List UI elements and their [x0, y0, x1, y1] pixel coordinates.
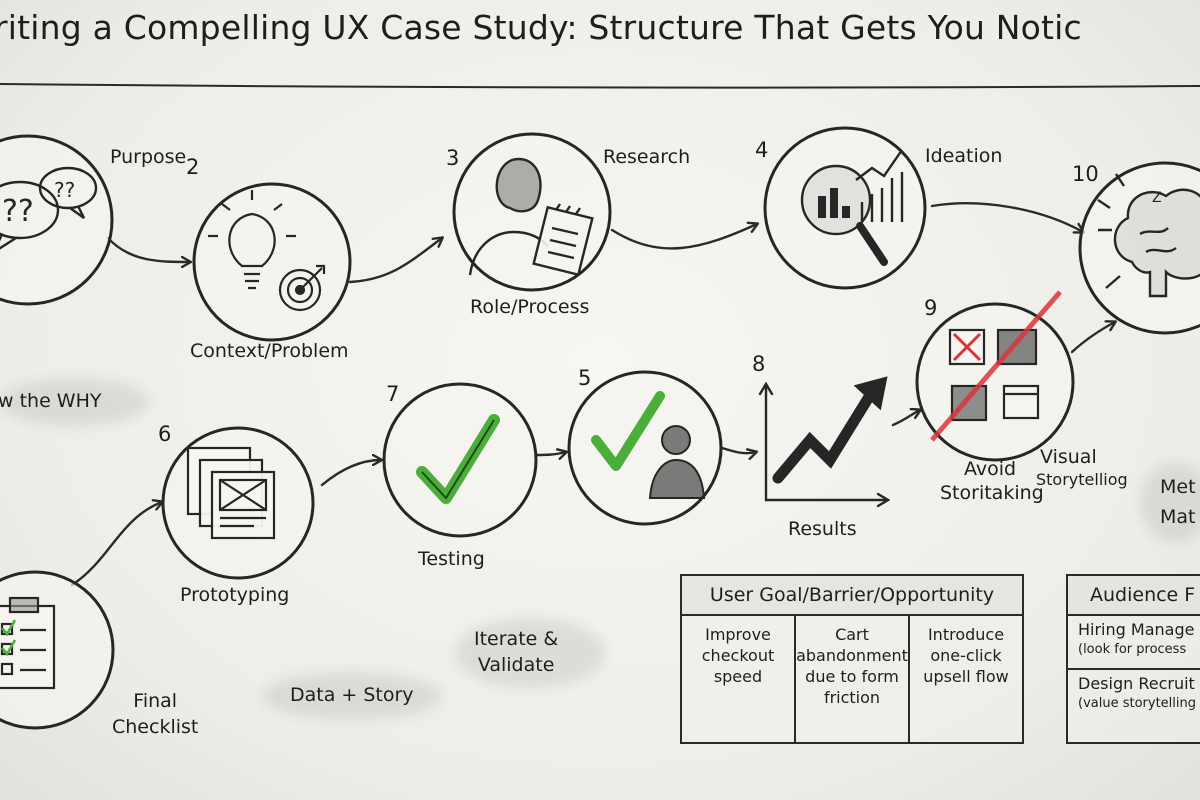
arrow-role-ideation	[610, 224, 757, 250]
circle-context	[192, 182, 352, 342]
note-smudge	[1140, 462, 1200, 542]
svg-text:??: ??	[2, 194, 34, 229]
arrow-purpose-context	[106, 236, 190, 262]
svg-text:??: ??	[54, 178, 75, 202]
number-visual: 9	[924, 296, 938, 320]
audience-divider	[1068, 668, 1200, 670]
arrow-ideation-empathy	[930, 202, 1083, 232]
label-checklist: Final Checklist	[112, 688, 198, 740]
number-prototyping: 6	[158, 422, 172, 446]
label-prototyping: Prototyping	[180, 584, 290, 606]
label-testing: Testing	[418, 548, 485, 570]
number-results: 8	[752, 352, 766, 376]
number-validate: 5	[578, 366, 592, 390]
number-testing: 7	[386, 382, 400, 406]
note-metrics-line1: Met	[1160, 476, 1196, 498]
note-show-why: w the WHY	[0, 390, 102, 412]
label-context: Context/Problem	[190, 340, 349, 362]
validate-check-icon	[591, 391, 665, 471]
label-purpose: Purpose	[110, 146, 187, 168]
note-metrics: Met Mat	[1160, 472, 1196, 532]
note-data-story: Data + Story	[290, 684, 414, 706]
number-role: 3	[446, 146, 460, 170]
label-visual: Visual	[1040, 446, 1097, 468]
label-visual-2: Storytelliog	[1036, 470, 1128, 489]
arrow-prototyping-testing	[320, 460, 381, 487]
arrow-results-visual	[891, 410, 920, 427]
label-checklist-line1: Final	[133, 690, 178, 712]
wireframes-icon	[186, 446, 276, 540]
note-metrics-line2: Mat	[1160, 506, 1196, 528]
clipboard-icon	[0, 596, 56, 690]
label-results: Results	[788, 518, 857, 540]
audience-row-hiring: Hiring Manage	[1078, 620, 1195, 639]
arrow-visual-empathy	[1070, 322, 1115, 354]
number-ideation: 4	[755, 138, 769, 162]
connector-arrows	[70, 202, 1115, 587]
circle-validate	[567, 370, 723, 526]
arrow-validate-results	[720, 446, 756, 453]
audience-table-header: Audience F	[1068, 576, 1200, 616]
note-iterate: Iterate & Validate	[474, 626, 558, 678]
audience-row-recruiter: Design Recruit	[1078, 674, 1195, 693]
arrow-context-role	[348, 238, 442, 284]
audience-row-recruiter-note: (value storytelling	[1078, 696, 1196, 711]
label-avoid-2: Storitaking	[940, 482, 1044, 504]
results-chart-icon	[758, 376, 891, 508]
label-ideation: Ideation	[925, 145, 1003, 167]
ugbo-table: User Goal/Barrier/Opportunity Improve ch…	[680, 574, 1024, 744]
brain-icon: Z	[1097, 173, 1200, 298]
svg-text:Z: Z	[1152, 190, 1162, 206]
title-underline	[0, 83, 1200, 89]
person-notepad-icon	[468, 157, 594, 277]
ugbo-cell-opportunity: Introduce one-click upsell flow	[908, 616, 1022, 742]
circle-testing	[382, 382, 538, 538]
number-empathy: 10	[1072, 162, 1099, 186]
arrow-testing-validate	[534, 452, 566, 455]
target-icon	[278, 264, 326, 312]
note-smudge	[0, 378, 150, 426]
audience-table: Audience F Hiring Manage (look for proce…	[1066, 574, 1200, 744]
label-role: Role/Process	[470, 296, 590, 318]
arrow-checklist-prototyping	[70, 502, 162, 587]
note-iterate-line1: Iterate &	[474, 628, 559, 650]
label-checklist-line2: Checklist	[112, 716, 199, 738]
magnifier-chart-icon	[800, 149, 904, 266]
ugbo-cell-goal: Improve checkout speed	[701, 625, 775, 686]
label-avoid: Avoid	[964, 458, 1017, 480]
circle-role	[452, 132, 612, 292]
circle-empathy	[1078, 161, 1200, 335]
audience-row-hiring-note: (look for process	[1078, 642, 1187, 657]
lightbulb-icon	[208, 190, 296, 290]
label-research: Research	[603, 146, 691, 168]
page-title: riting a Compelling UX Case Study: Struc…	[0, 8, 1082, 47]
visual-tiles-icon	[930, 290, 1062, 442]
ugbo-cell-barrier: Cart abandonment due to form friction	[794, 616, 908, 742]
note-smudge	[262, 672, 442, 720]
person-icon	[648, 425, 706, 499]
note-iterate-line2: Validate	[477, 654, 555, 676]
ugbo-table-header: User Goal/Barrier/Opportunity	[682, 576, 1022, 616]
speech-bubbles-icon: ?? ??	[0, 166, 98, 250]
note-smudge	[455, 618, 605, 688]
number-context: 2	[186, 155, 200, 179]
circle-visual	[915, 302, 1075, 462]
